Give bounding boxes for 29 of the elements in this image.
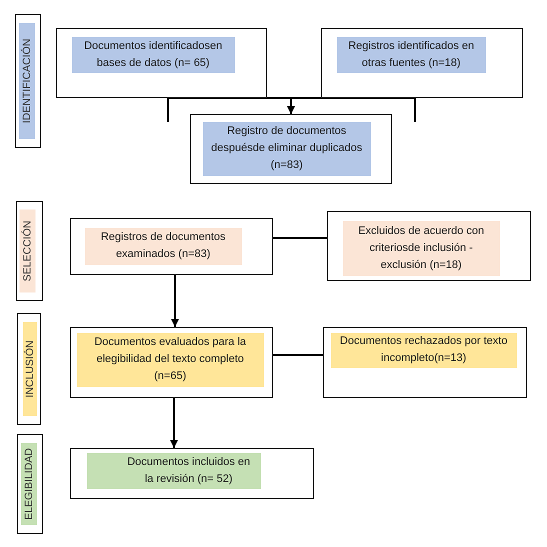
step-text: Registros identificados en otras fuentes (n=18) — [336, 36, 486, 73]
process-box — [323, 327, 527, 398]
phase-box — [15, 14, 41, 148]
step-text: Registro de documentos despuésde eliminar duplicados (n=83) — [202, 122, 371, 176]
step-text: Registros de documentos examinados (n=83) — [84, 228, 242, 265]
step-text: Excluidos de acuerdo con criteriosde inclusión - exclusión (n=18) — [342, 220, 500, 276]
process-box — [321, 28, 523, 98]
connector-line — [273, 354, 323, 356]
process-box — [70, 327, 273, 398]
phase-box — [17, 313, 41, 425]
phase-label: SELECCIÓN — [20, 210, 36, 293]
phase-box — [16, 201, 43, 301]
phase-label: INCLUSIÓN — [22, 322, 37, 416]
step-text: Documentos incluidos en la revisión (n= 52) — [86, 452, 261, 489]
arrow — [171, 275, 179, 327]
process-box — [327, 211, 531, 281]
step-text: Documentos identificadosen bases de datos (n= 65) — [72, 36, 235, 73]
process-box — [70, 218, 273, 275]
process-box — [56, 28, 267, 98]
arrow — [287, 97, 416, 123]
phase-label: ELEGIBILIDAD — [20, 442, 37, 525]
arrow — [170, 398, 178, 448]
process-box — [190, 114, 392, 184]
phase-label: IDENTIFICACIÓN — [18, 22, 35, 139]
connector-line — [273, 237, 327, 239]
process-box — [70, 448, 314, 499]
phase-box — [17, 434, 43, 534]
step-text: Documentos evaluados para la elegibilidad del texto completo (n=65) — [76, 332, 264, 387]
step-text: Documentos rechazados por texto incompleto(n=13) — [330, 332, 517, 368]
